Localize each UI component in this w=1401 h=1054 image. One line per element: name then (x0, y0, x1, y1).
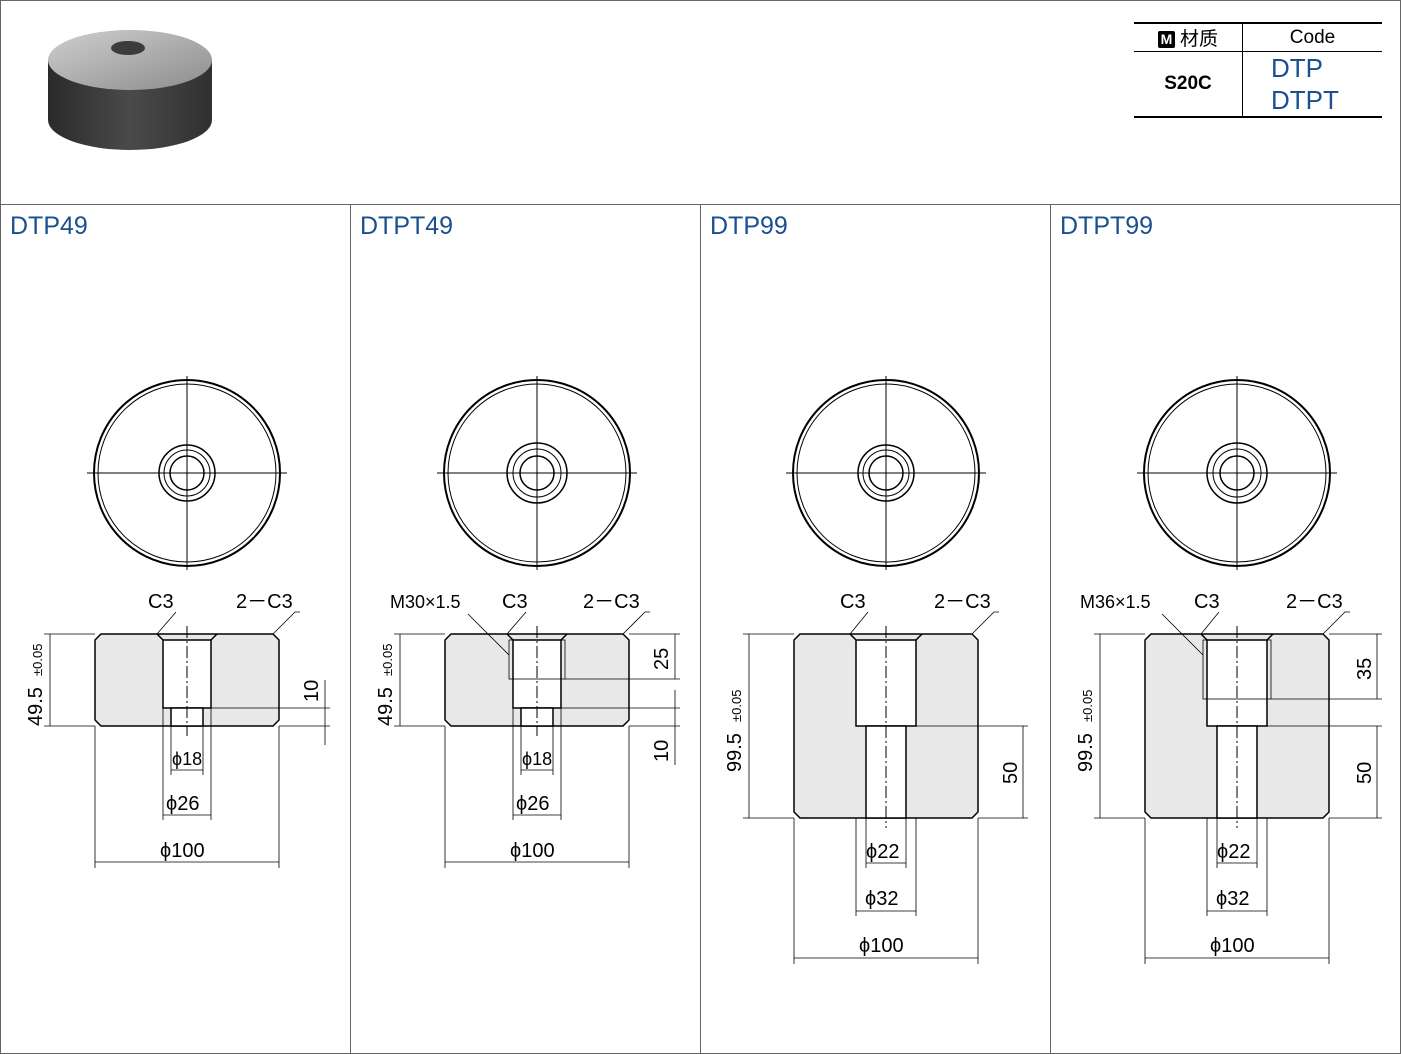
height-label: 49.5 (25, 687, 47, 726)
divider-vertical (1050, 204, 1051, 1054)
tolerance-label: ±0.05 (1080, 690, 1095, 722)
dimensions (743, 611, 1028, 964)
section-view (94, 626, 280, 736)
chamfer-label: C3 (148, 591, 174, 613)
panel-title-dtpt49: DTPT49 (360, 212, 454, 240)
dim-label: 50 (1000, 762, 1022, 784)
height-label: 99.5 (1075, 733, 1097, 772)
divider-vertical (350, 204, 351, 1054)
top-view (1137, 376, 1337, 570)
section-view (444, 626, 630, 736)
dim-label: 10 (301, 680, 323, 702)
dimensions (1094, 611, 1382, 964)
dia-small-label: ϕ18 (172, 749, 202, 769)
dia-bore-label: ϕ26 (516, 793, 549, 815)
drawing-dtpt99: M36×1.5 C3 2－C3 99.5 ±0.05 35 50 ϕ22 ϕ32… (1075, 376, 1382, 964)
product-photo (48, 30, 212, 150)
thread-label: M30×1.5 (390, 592, 461, 612)
drawing-dtp49: C3 2－C3 49.5 ±0.05 10 ϕ18 ϕ26 ϕ100 (25, 376, 330, 868)
chamfer-label: C3 (840, 591, 866, 613)
divider-vertical (700, 204, 701, 1054)
dia-bore-label: ϕ32 (1216, 888, 1249, 910)
dia-bore-label: ϕ26 (166, 793, 199, 815)
chamfer2-label: 2－C3 (236, 591, 293, 613)
dia-outer-label: ϕ100 (510, 840, 555, 862)
top-view (786, 376, 986, 570)
material-value: S20C (1134, 51, 1243, 118)
code-dtp: DTP (1271, 53, 1323, 83)
height-label: 99.5 (724, 733, 746, 772)
chamfer2-label: 2－C3 (934, 591, 991, 613)
chamfer2-label: 2－C3 (583, 591, 640, 613)
tolerance-label: ±0.05 (30, 644, 45, 676)
material-icon: M (1157, 31, 1175, 48)
chamfer-label: C3 (1194, 591, 1220, 613)
dimensions (394, 611, 680, 868)
top-view (87, 376, 287, 570)
code-list: DTP DTPT (1242, 51, 1382, 118)
dia-small-label: ϕ22 (1217, 841, 1250, 863)
dim-label: 35 (1354, 658, 1376, 680)
material-header-label: 材质 (1179, 29, 1218, 50)
height-label: 49.5 (375, 687, 397, 726)
top-view (437, 376, 637, 570)
panel-title-dtpt99: DTPT99 (1060, 212, 1154, 240)
dimension-labels: C3 2－C3 99.5 ±0.05 50 ϕ22 ϕ32 ϕ100 (724, 591, 1022, 957)
panel-title-dtp49: DTP49 (10, 212, 88, 240)
dim2-label: 50 (1354, 762, 1376, 784)
code-header: Code (1242, 22, 1382, 52)
dia-small-label: ϕ22 (866, 841, 899, 863)
tolerance-label: ±0.05 (729, 690, 744, 722)
dimension-labels: M30×1.5 C3 2－C3 49.5 ±0.05 25 10 ϕ18 ϕ26… (375, 591, 673, 862)
dia-small-label: ϕ18 (522, 749, 552, 769)
section-view (1144, 626, 1330, 828)
dimensions (44, 611, 330, 868)
dim2-label: 10 (651, 740, 673, 762)
dia-outer-label: ϕ100 (160, 840, 205, 862)
chamfer-label: C3 (502, 591, 528, 613)
panel-title-dtp99: DTP99 (710, 212, 788, 240)
section-view (793, 626, 979, 828)
dia-outer-label: ϕ100 (859, 935, 904, 957)
thread-label: M36×1.5 (1080, 592, 1151, 612)
tolerance-label: ±0.05 (380, 644, 395, 676)
dim-label: 25 (651, 648, 673, 670)
code-dtpt: DTPT (1271, 85, 1339, 115)
dia-bore-label: ϕ32 (865, 888, 898, 910)
chamfer2-label: 2－C3 (1286, 591, 1343, 613)
dimension-labels: M36×1.5 C3 2－C3 99.5 ±0.05 35 50 ϕ22 ϕ32… (1075, 591, 1376, 957)
drawing-dtp99: C3 2－C3 99.5 ±0.05 50 ϕ22 ϕ32 ϕ100 (724, 376, 1028, 964)
dia-outer-label: ϕ100 (1210, 935, 1255, 957)
dimension-labels: C3 2－C3 49.5 ±0.05 10 ϕ18 ϕ26 ϕ100 (25, 591, 323, 862)
drawing-dtpt49: M30×1.5 C3 2－C3 49.5 ±0.05 25 10 ϕ18 ϕ26… (375, 376, 680, 868)
